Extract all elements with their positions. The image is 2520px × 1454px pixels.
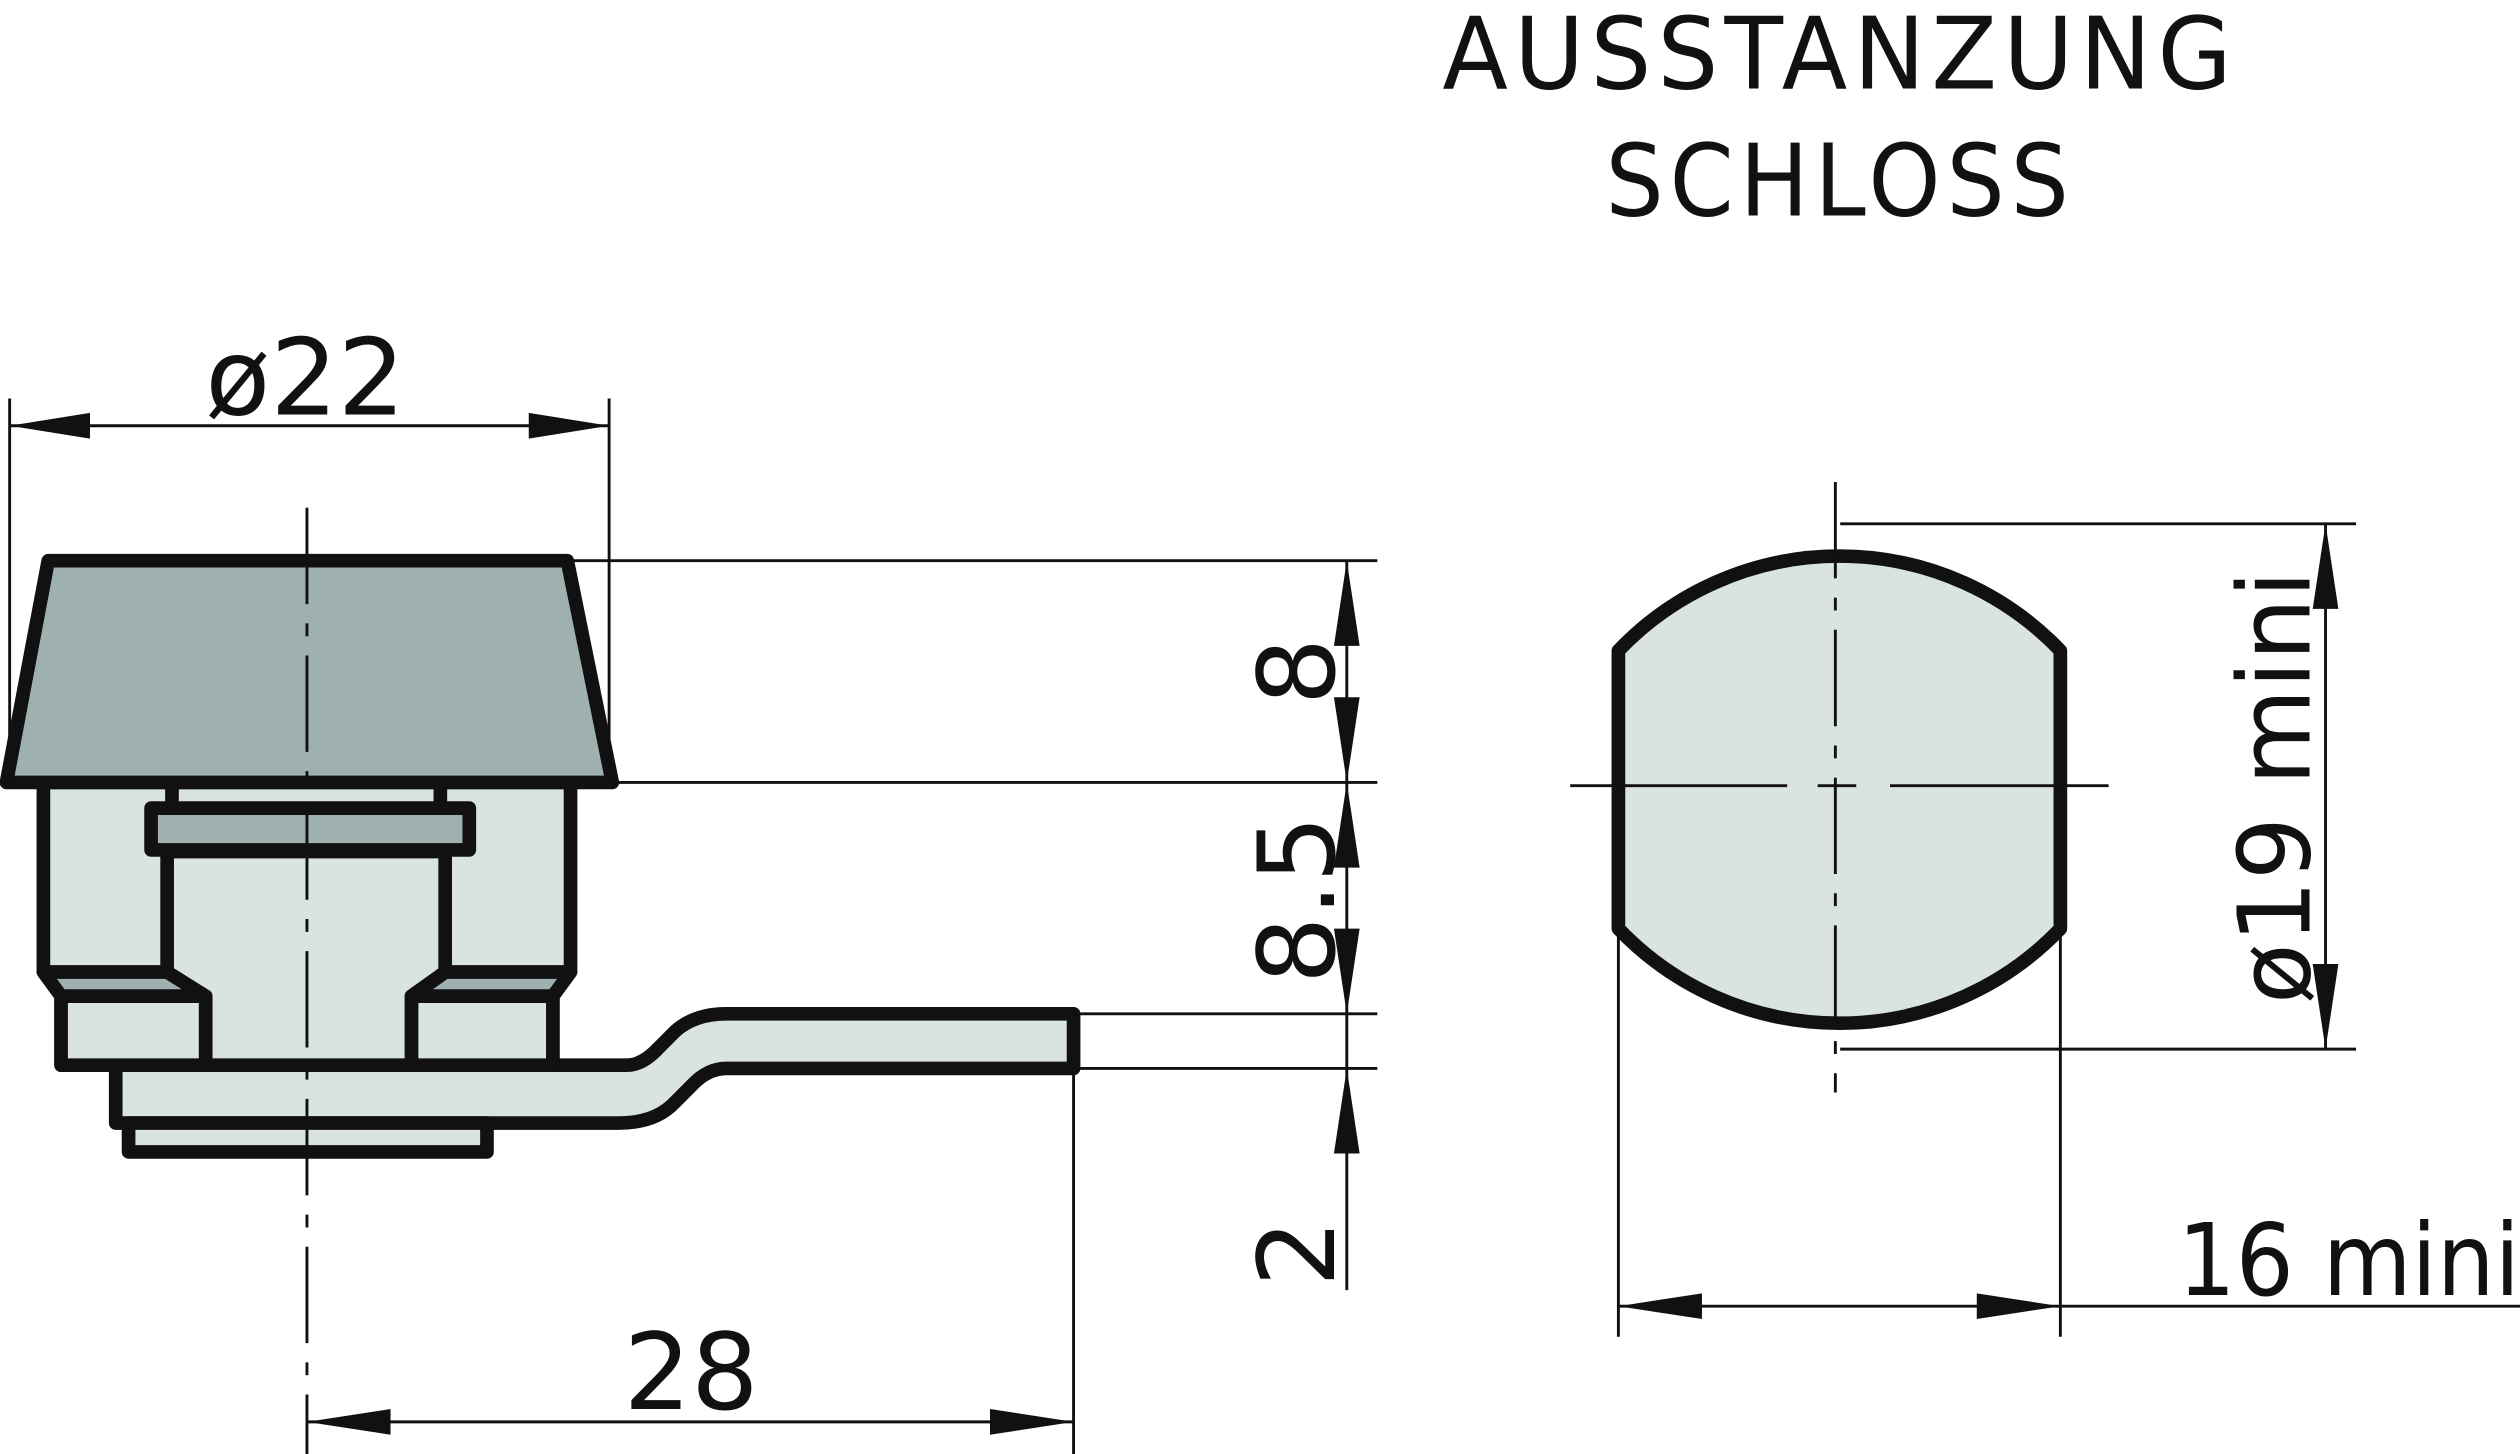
arrow-down-icon	[1333, 697, 1360, 783]
arrow-down-icon	[1333, 928, 1360, 1014]
title-line-2: SCHLOSS	[1606, 124, 2075, 239]
dim-label-body-height: 8.5	[1237, 815, 1360, 984]
dim-label-cam-thickness: 2	[1237, 1219, 1360, 1286]
flange-right	[404, 989, 560, 1073]
cutout-shape	[1611, 549, 2068, 1031]
dim-label-cam-length: 28	[624, 1312, 759, 1435]
arrow-right-icon	[990, 1409, 1074, 1435]
dim-label-diameter-19: ø19 mini	[2218, 570, 2333, 1004]
arrow-up-icon	[1333, 782, 1360, 868]
flange-left	[54, 989, 213, 1073]
arrow-down-icon	[2312, 963, 2339, 1050]
lock-side-view	[0, 507, 1081, 1454]
arrow-up-icon	[1333, 1068, 1360, 1154]
retaining-ring	[144, 801, 477, 857]
arrow-left-icon	[1618, 1293, 1702, 1320]
dimension-cam-length-28: 28	[306, 1068, 1076, 1454]
dimension-vertical-stack: 8 8.5 2	[567, 559, 1378, 1291]
arrow-up-icon	[2312, 523, 2339, 609]
arrow-left-icon	[9, 412, 90, 439]
title-line-1: AUSSTANZUNG	[1442, 0, 2238, 112]
cutout-view	[1570, 481, 2109, 1093]
dim-label-diameter-22: ø22	[205, 318, 405, 441]
lock-cap	[0, 553, 620, 790]
drawing-title: AUSSTANZUNG SCHLOSS	[1442, 0, 2238, 239]
dim-label-head-height: 8	[1237, 638, 1360, 705]
dim-label-width-16: 16 mini	[2178, 1204, 2520, 1319]
dimension-diameter-22: ø22	[8, 318, 611, 783]
dimension-diameter-19: ø19 mini	[1840, 522, 2357, 1051]
arrow-right-icon	[1976, 1293, 2061, 1320]
arrow-up-icon	[1333, 560, 1360, 646]
arrow-left-icon	[306, 1409, 391, 1435]
dimension-width-16: 16 mini	[1616, 928, 2520, 1337]
arrow-right-icon	[528, 412, 610, 439]
